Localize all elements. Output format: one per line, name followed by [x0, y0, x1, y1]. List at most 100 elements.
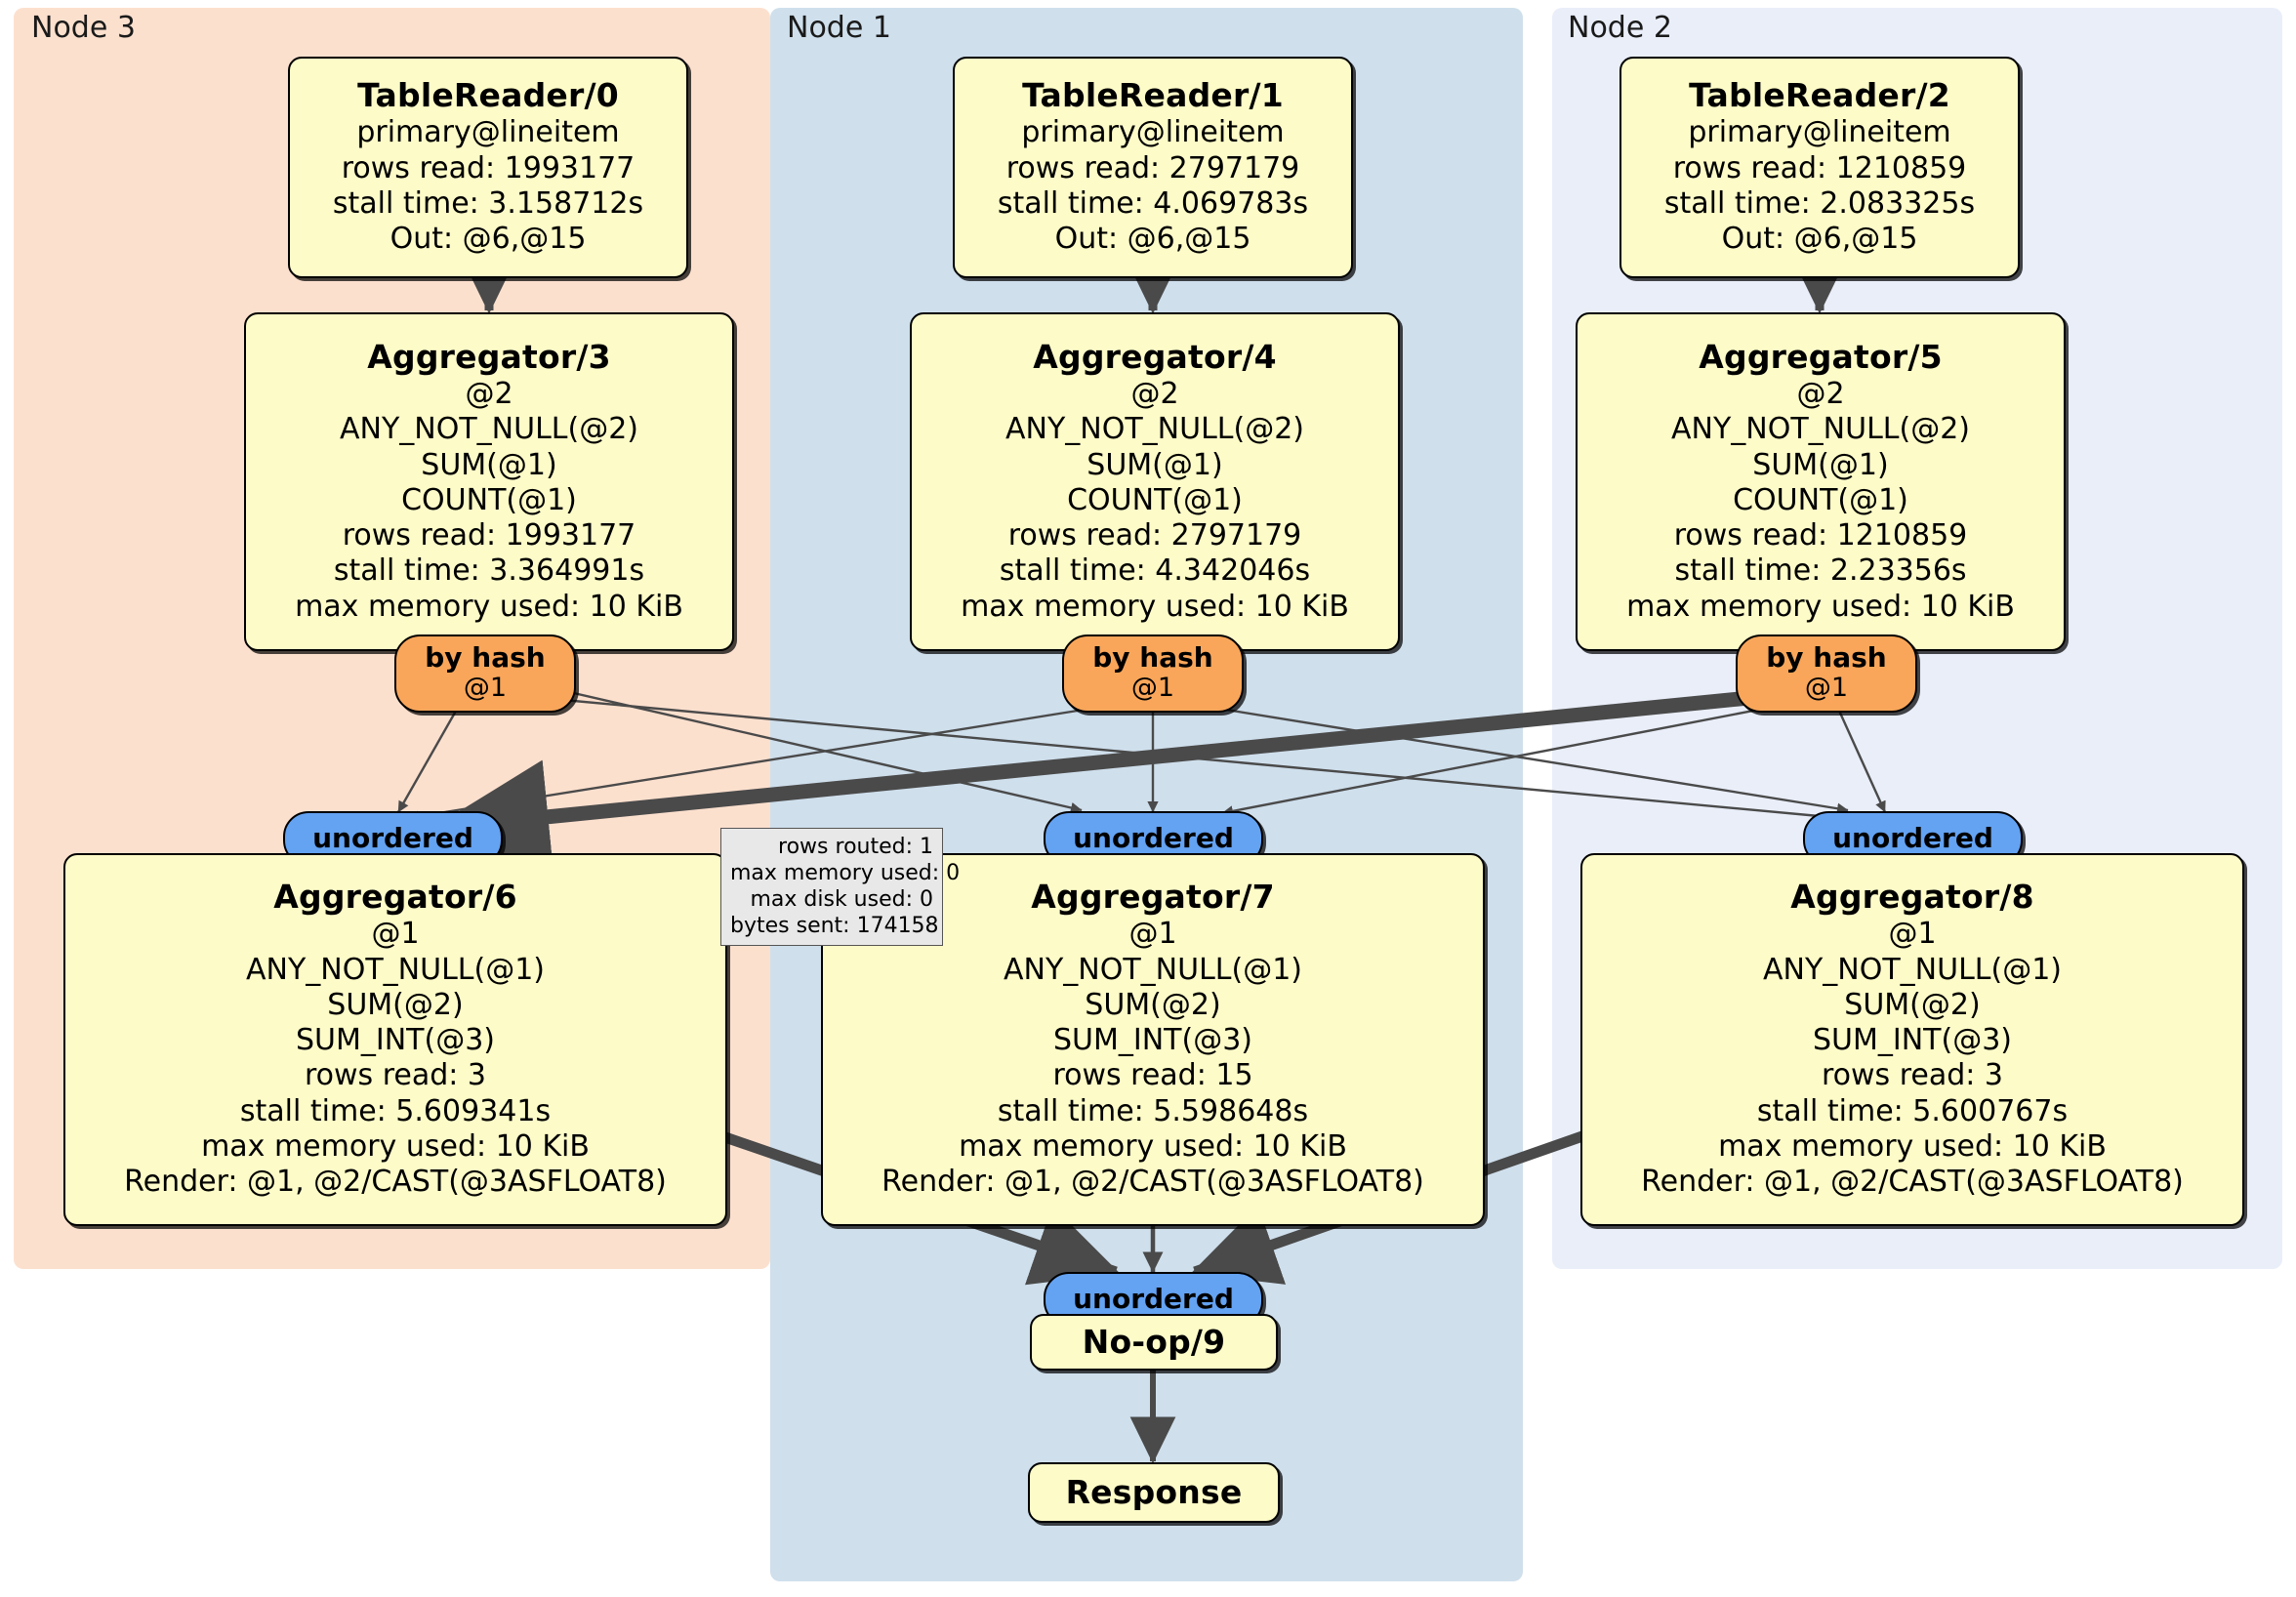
stream-stats-box: rows routed: 1 max memory used: 0 max di…: [720, 828, 961, 947]
node-line: Out: @6,@15: [390, 222, 587, 257]
node-line: SUM(@1): [1086, 447, 1223, 482]
node-line: SUM(@1): [1752, 447, 1889, 482]
node-aggregator-6[interactable]: Aggregator/6 @1 ANY_NOT_NULL(@1) SUM(@2)…: [63, 853, 727, 1226]
node-line: COUNT(@1): [1067, 482, 1243, 517]
stat-max-disk-used: max disk used: 0: [750, 887, 933, 913]
node-line: SUM(@1): [421, 447, 557, 482]
router-by-hash-4[interactable]: by hash @1: [1062, 635, 1244, 713]
node-line: rows read: 1993177: [342, 518, 636, 553]
node-table-reader-0[interactable]: TableReader/0 primary@lineitem rows read…: [288, 57, 688, 278]
router-column: @1: [463, 673, 508, 704]
node-line: @2: [1130, 376, 1179, 411]
stat-rows-routed: rows routed: 1: [778, 835, 933, 859]
node-line: primary@lineitem: [1688, 115, 1951, 150]
router-by-hash-3[interactable]: by hash @1: [394, 635, 576, 713]
router-title: by hash: [1092, 641, 1213, 675]
node-line: rows read: 3: [1821, 1058, 2004, 1093]
node-line: rows read: 1210859: [1673, 518, 1968, 553]
node-line: ANY_NOT_NULL(@1): [1763, 952, 2062, 987]
router-column: @1: [1804, 673, 1849, 704]
node-line: primary@lineitem: [356, 115, 620, 150]
node-line: ANY_NOT_NULL(@2): [1671, 412, 1970, 447]
node-line: COUNT(@1): [401, 482, 577, 517]
synchronizer-title: unordered: [1832, 821, 1993, 854]
node-line: Render: @1, @2/CAST(@3ASFLOAT8): [1641, 1165, 2184, 1200]
node-line: SUM_INT(@3): [1813, 1023, 2012, 1058]
cluster-label-node2: Node 2: [1568, 11, 1672, 45]
node-line: @2: [1796, 376, 1845, 411]
node-title: Aggregator/5: [1699, 337, 1943, 376]
edge-hash5-unord7: [1221, 704, 1780, 817]
edge-hash5-unord6-thick: [431, 687, 1780, 874]
router-by-hash-5[interactable]: by hash @1: [1736, 635, 1917, 713]
router-title: by hash: [425, 641, 546, 675]
node-line: max memory used: 10 KiB: [1626, 589, 2015, 624]
node-line: primary@lineitem: [1021, 115, 1285, 150]
node-line: max memory used: 10 KiB: [1718, 1129, 2107, 1165]
node-line: stall time: 3.158712s: [332, 185, 644, 221]
node-line: stall time: 5.598648s: [997, 1093, 1309, 1128]
node-line: stall time: 2.23356s: [1674, 553, 1967, 589]
node-line: ANY_NOT_NULL(@2): [1005, 412, 1304, 447]
node-line: rows read: 2797179: [1005, 150, 1300, 185]
stat-bytes-sent: bytes sent: 174158: [730, 914, 939, 939]
node-line: stall time: 3.364991s: [333, 553, 645, 589]
node-line: SUM_INT(@3): [1053, 1023, 1252, 1058]
node-line: max memory used: 10 KiB: [961, 589, 1349, 624]
node-line: rows read: 3: [304, 1058, 487, 1093]
node-line: COUNT(@1): [1733, 482, 1908, 517]
synchronizer-title: unordered: [1073, 821, 1234, 854]
node-line: ANY_NOT_NULL(@1): [1004, 952, 1302, 987]
router-title: by hash: [1766, 641, 1887, 675]
node-aggregator-7[interactable]: Aggregator/7 @1 ANY_NOT_NULL(@1) SUM(@2)…: [821, 853, 1485, 1226]
edge-hash3-unord7: [552, 686, 1083, 814]
node-title: TableReader/2: [1689, 76, 1950, 115]
cluster-label-node3: Node 3: [31, 11, 136, 45]
node-title: Aggregator/7: [1031, 878, 1275, 917]
node-table-reader-1[interactable]: TableReader/1 primary@lineitem rows read…: [953, 57, 1353, 278]
node-title: Aggregator/3: [367, 337, 611, 376]
node-line: max memory used: 10 KiB: [295, 589, 683, 624]
node-line: rows read: 1210859: [1672, 150, 1967, 185]
node-line: stall time: 4.069783s: [997, 185, 1309, 221]
cluster-label-node1: Node 1: [787, 11, 891, 45]
node-line: @1: [1888, 917, 1937, 952]
node-line: SUM(@2): [327, 987, 464, 1022]
node-title: Aggregator/4: [1033, 337, 1277, 376]
node-line: stall time: 5.600767s: [1756, 1093, 2069, 1128]
node-title: Response: [1065, 1472, 1243, 1511]
node-title: No-op/9: [1082, 1322, 1226, 1361]
node-line: max memory used: 10 KiB: [959, 1129, 1347, 1165]
node-aggregator-4[interactable]: Aggregator/4 @2 ANY_NOT_NULL(@2) SUM(@1)…: [910, 312, 1400, 651]
node-line: rows read: 15: [1052, 1058, 1253, 1093]
node-response[interactable]: Response: [1028, 1462, 1280, 1523]
node-line: stall time: 5.609341s: [239, 1093, 552, 1128]
node-line: @1: [1128, 917, 1177, 952]
node-aggregator-3[interactable]: Aggregator/3 @2 ANY_NOT_NULL(@2) SUM(@1)…: [244, 312, 734, 651]
node-line: Out: @6,@15: [1054, 222, 1251, 257]
node-line: Render: @1, @2/CAST(@3ASFLOAT8): [882, 1165, 1424, 1200]
node-line: ANY_NOT_NULL(@2): [340, 412, 638, 447]
node-line: Out: @6,@15: [1721, 222, 1918, 257]
synchronizer-title: unordered: [1073, 1282, 1234, 1315]
node-title: TableReader/0: [357, 76, 619, 115]
node-line: SUM_INT(@3): [296, 1023, 495, 1058]
edge-hash4-unord8: [1201, 704, 1849, 814]
node-line: @1: [371, 917, 420, 952]
node-table-reader-2[interactable]: TableReader/2 primary@lineitem rows read…: [1620, 57, 2020, 278]
node-line: SUM(@2): [1844, 987, 1981, 1022]
node-title: Aggregator/8: [1790, 878, 2034, 917]
node-line: max memory used: 10 KiB: [201, 1129, 590, 1165]
node-aggregator-5[interactable]: Aggregator/5 @2 ANY_NOT_NULL(@2) SUM(@1)…: [1576, 312, 2066, 651]
edge-hash3-unord6: [396, 705, 461, 813]
node-line: Render: @1, @2/CAST(@3ASFLOAT8): [124, 1165, 667, 1200]
node-line: SUM(@2): [1085, 987, 1221, 1022]
node-noop-9[interactable]: No-op/9: [1030, 1314, 1278, 1371]
node-line: rows read: 2797179: [1007, 518, 1302, 553]
node-line: rows read: 1993177: [341, 150, 636, 185]
router-column: @1: [1130, 673, 1175, 704]
stat-max-memory-used: max memory used: 0: [730, 861, 961, 886]
node-title: TableReader/1: [1022, 76, 1284, 115]
node-aggregator-8[interactable]: Aggregator/8 @1 ANY_NOT_NULL(@1) SUM(@2)…: [1580, 853, 2244, 1226]
